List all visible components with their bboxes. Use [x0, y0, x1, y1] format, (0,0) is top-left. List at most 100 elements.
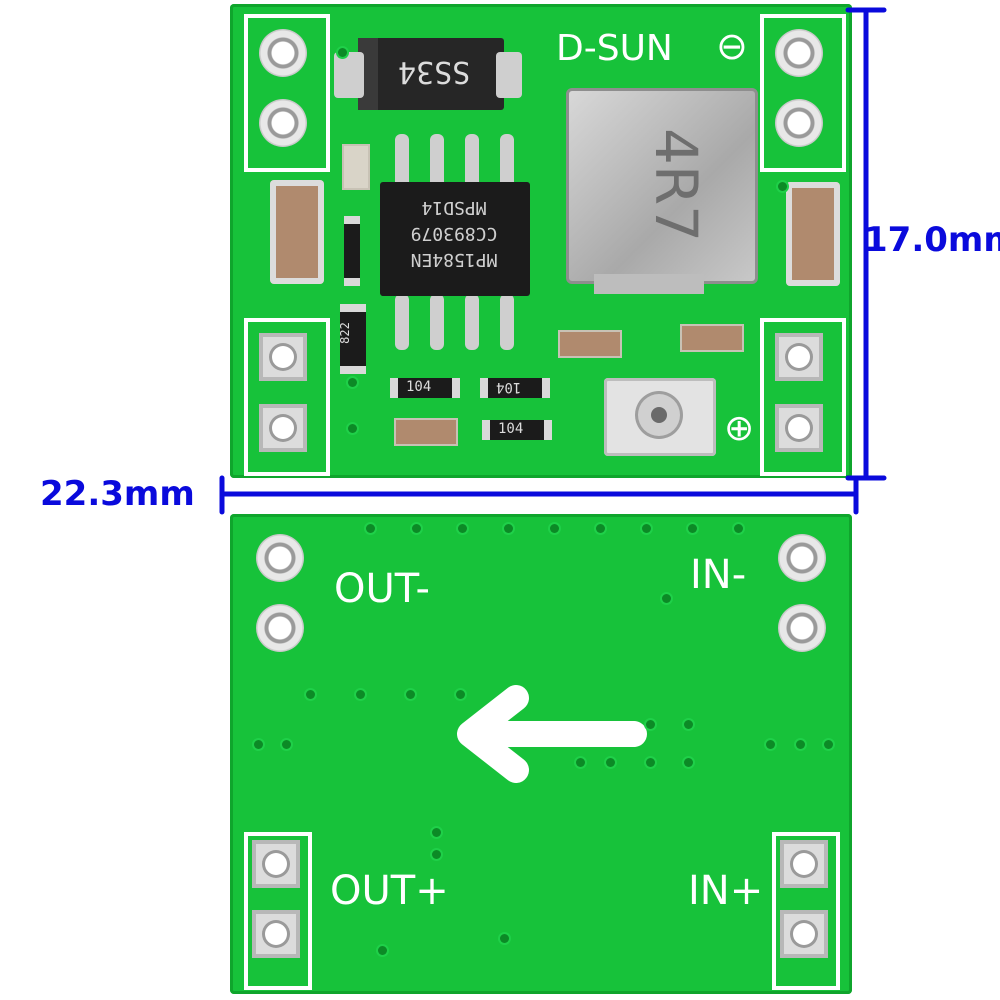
diode-marking: SS34	[398, 54, 471, 89]
ic-pin-6	[430, 294, 444, 350]
height-dimension-label: 17.0mm	[864, 220, 1000, 260]
via	[412, 524, 421, 533]
resistor-104-c: 104	[482, 420, 552, 440]
ic-marking-line1: MP1584EN	[410, 249, 498, 270]
pad-top-right-1	[775, 29, 823, 77]
inductor-marking: 4R7	[642, 127, 711, 243]
ic-marking-line3: MPSD14	[421, 197, 487, 218]
via	[338, 48, 347, 57]
power-inductor: 4R7	[566, 88, 758, 284]
via	[306, 690, 315, 699]
brand-text: D-SUN	[556, 28, 673, 69]
via	[356, 690, 365, 699]
pad-bottom-right-2	[775, 404, 823, 452]
via	[550, 524, 559, 533]
via	[646, 758, 655, 767]
pad-in-plus-2	[780, 910, 828, 958]
resistor-marking-104-a: 104	[406, 379, 432, 395]
capacitor-mid-a	[558, 330, 622, 358]
via	[456, 690, 465, 699]
via	[684, 758, 693, 767]
arrow-left-icon	[457, 685, 647, 783]
via	[348, 378, 357, 387]
pad-bottom-left-2	[259, 404, 307, 452]
resistor-vertical	[344, 216, 360, 286]
ic-pin-2	[430, 134, 444, 188]
via	[778, 182, 787, 191]
via	[504, 524, 513, 533]
ic-pin-5	[395, 294, 409, 350]
via	[282, 740, 291, 749]
resistor-104-a: 104	[390, 378, 460, 398]
trimmer-potentiometer[interactable]	[604, 378, 716, 456]
capacitor-mid-b	[680, 324, 744, 352]
pcb-bottom-side: OUT- IN- OUT+ IN+	[230, 514, 852, 994]
ic-pin-3	[465, 134, 479, 188]
via	[662, 594, 671, 603]
label-in-minus: IN-	[690, 552, 747, 598]
buck-converter-ic: MP1584EN CC893079 MPSD14	[380, 182, 530, 296]
pad-top-right-2	[775, 99, 823, 147]
minus-symbol: ⊖	[716, 24, 748, 68]
via	[796, 740, 805, 749]
pad-top-left-1	[259, 29, 307, 77]
schottky-diode: SS34	[358, 38, 504, 110]
plus-symbol: ⊕	[724, 408, 755, 449]
pad-frame-in-plus	[772, 832, 840, 990]
pad-in-minus-1	[778, 534, 826, 582]
label-out-minus: OUT-	[334, 566, 430, 612]
pad-frame-out-plus	[244, 832, 312, 990]
pad-top-left-2	[259, 99, 307, 147]
via	[766, 740, 775, 749]
via	[366, 524, 375, 533]
diode-lead-right	[496, 52, 522, 98]
capacitor-bottom-a	[394, 418, 458, 446]
label-in-plus: IN+	[688, 868, 764, 914]
input-capacitor-left	[270, 180, 324, 284]
pad-frame-bottom-left	[244, 318, 330, 476]
via	[596, 524, 605, 533]
via	[432, 828, 441, 837]
via	[378, 946, 387, 955]
width-dimension-label: 22.3mm	[40, 474, 195, 514]
pad-in-minus-2	[778, 604, 826, 652]
pad-out-plus-2	[252, 910, 300, 958]
via	[734, 524, 743, 533]
pad-out-plus-1	[252, 840, 300, 888]
resistor-marking-104-c: 104	[498, 421, 524, 437]
resistor-marking-104-b: 104	[496, 379, 522, 395]
ic-pin-1	[395, 134, 409, 188]
pad-bottom-right-1	[775, 333, 823, 381]
via	[500, 934, 509, 943]
pad-bottom-left-1	[259, 333, 307, 381]
pad-out-minus-1	[256, 534, 304, 582]
via	[642, 524, 651, 533]
via	[606, 758, 615, 767]
via	[458, 524, 467, 533]
label-out-plus: OUT+	[330, 868, 449, 914]
ic-marking: MP1584EN CC893079 MPSD14	[394, 194, 514, 272]
small-capacitor-1	[342, 144, 370, 190]
via	[348, 424, 357, 433]
ic-pin-4	[500, 134, 514, 188]
ic-marking-line2: CC893079	[410, 223, 498, 244]
diode-lead-left	[334, 52, 364, 98]
via	[576, 758, 585, 767]
pcb-top-side: SS34 D-SUN ⊖ MP1584EN CC893079 MPSD14 4R…	[230, 4, 852, 478]
via	[432, 850, 441, 859]
resistor-822: 822	[337, 304, 366, 374]
resistor-marking-822: 822	[337, 322, 352, 344]
via	[406, 690, 415, 699]
pad-frame-top-right	[760, 14, 846, 172]
pad-in-plus-1	[780, 840, 828, 888]
resistor-104-b: 104	[480, 378, 550, 398]
pad-out-minus-2	[256, 604, 304, 652]
inductor-pad-bottom	[594, 274, 704, 294]
via	[688, 524, 697, 533]
output-capacitor-right	[786, 182, 840, 286]
via	[254, 740, 263, 749]
pad-frame-bottom-right	[760, 318, 846, 476]
via	[824, 740, 833, 749]
pad-frame-top-left	[244, 14, 330, 172]
ic-pin-8	[500, 294, 514, 350]
